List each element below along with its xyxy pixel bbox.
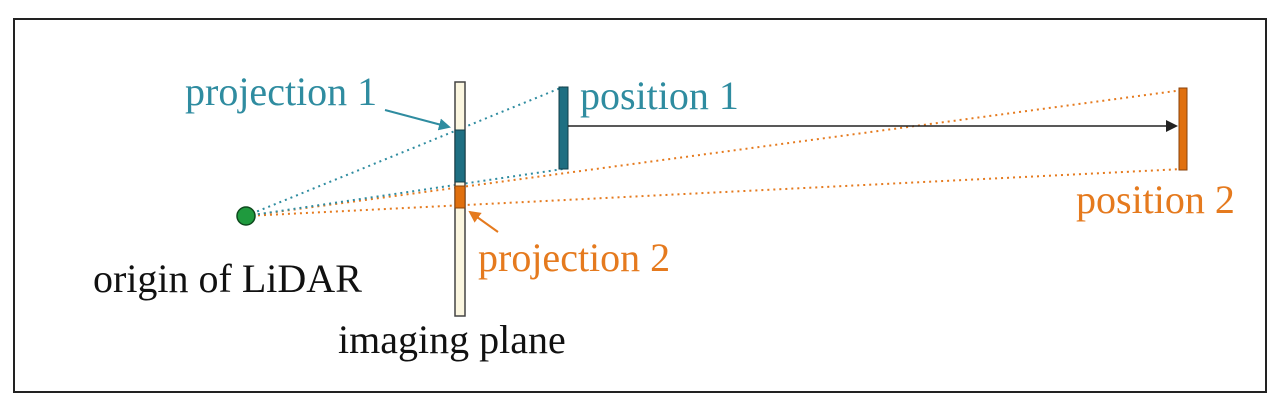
ray-position2-top (245, 89, 1184, 217)
label-position1: position 1 (580, 73, 739, 118)
label-position2: position 2 (1076, 177, 1235, 222)
label-projection2: projection 2 (478, 235, 670, 280)
label-imaging-plane: imaging plane (338, 317, 566, 362)
frame-border (13, 18, 1267, 393)
label-origin: origin of LiDAR (93, 256, 362, 301)
projection1-segment (454, 129, 466, 183)
projection2-segment (454, 185, 466, 209)
lidar-origin-icon (236, 206, 256, 226)
ray-position2-bottom (245, 168, 1184, 217)
position2-bar (1178, 87, 1188, 171)
projection1-pointer-arrow (384, 109, 451, 131)
position1-bar (558, 86, 569, 170)
projection2-pointer-arrow (468, 210, 499, 233)
label-projection1: projection 1 (185, 69, 377, 114)
